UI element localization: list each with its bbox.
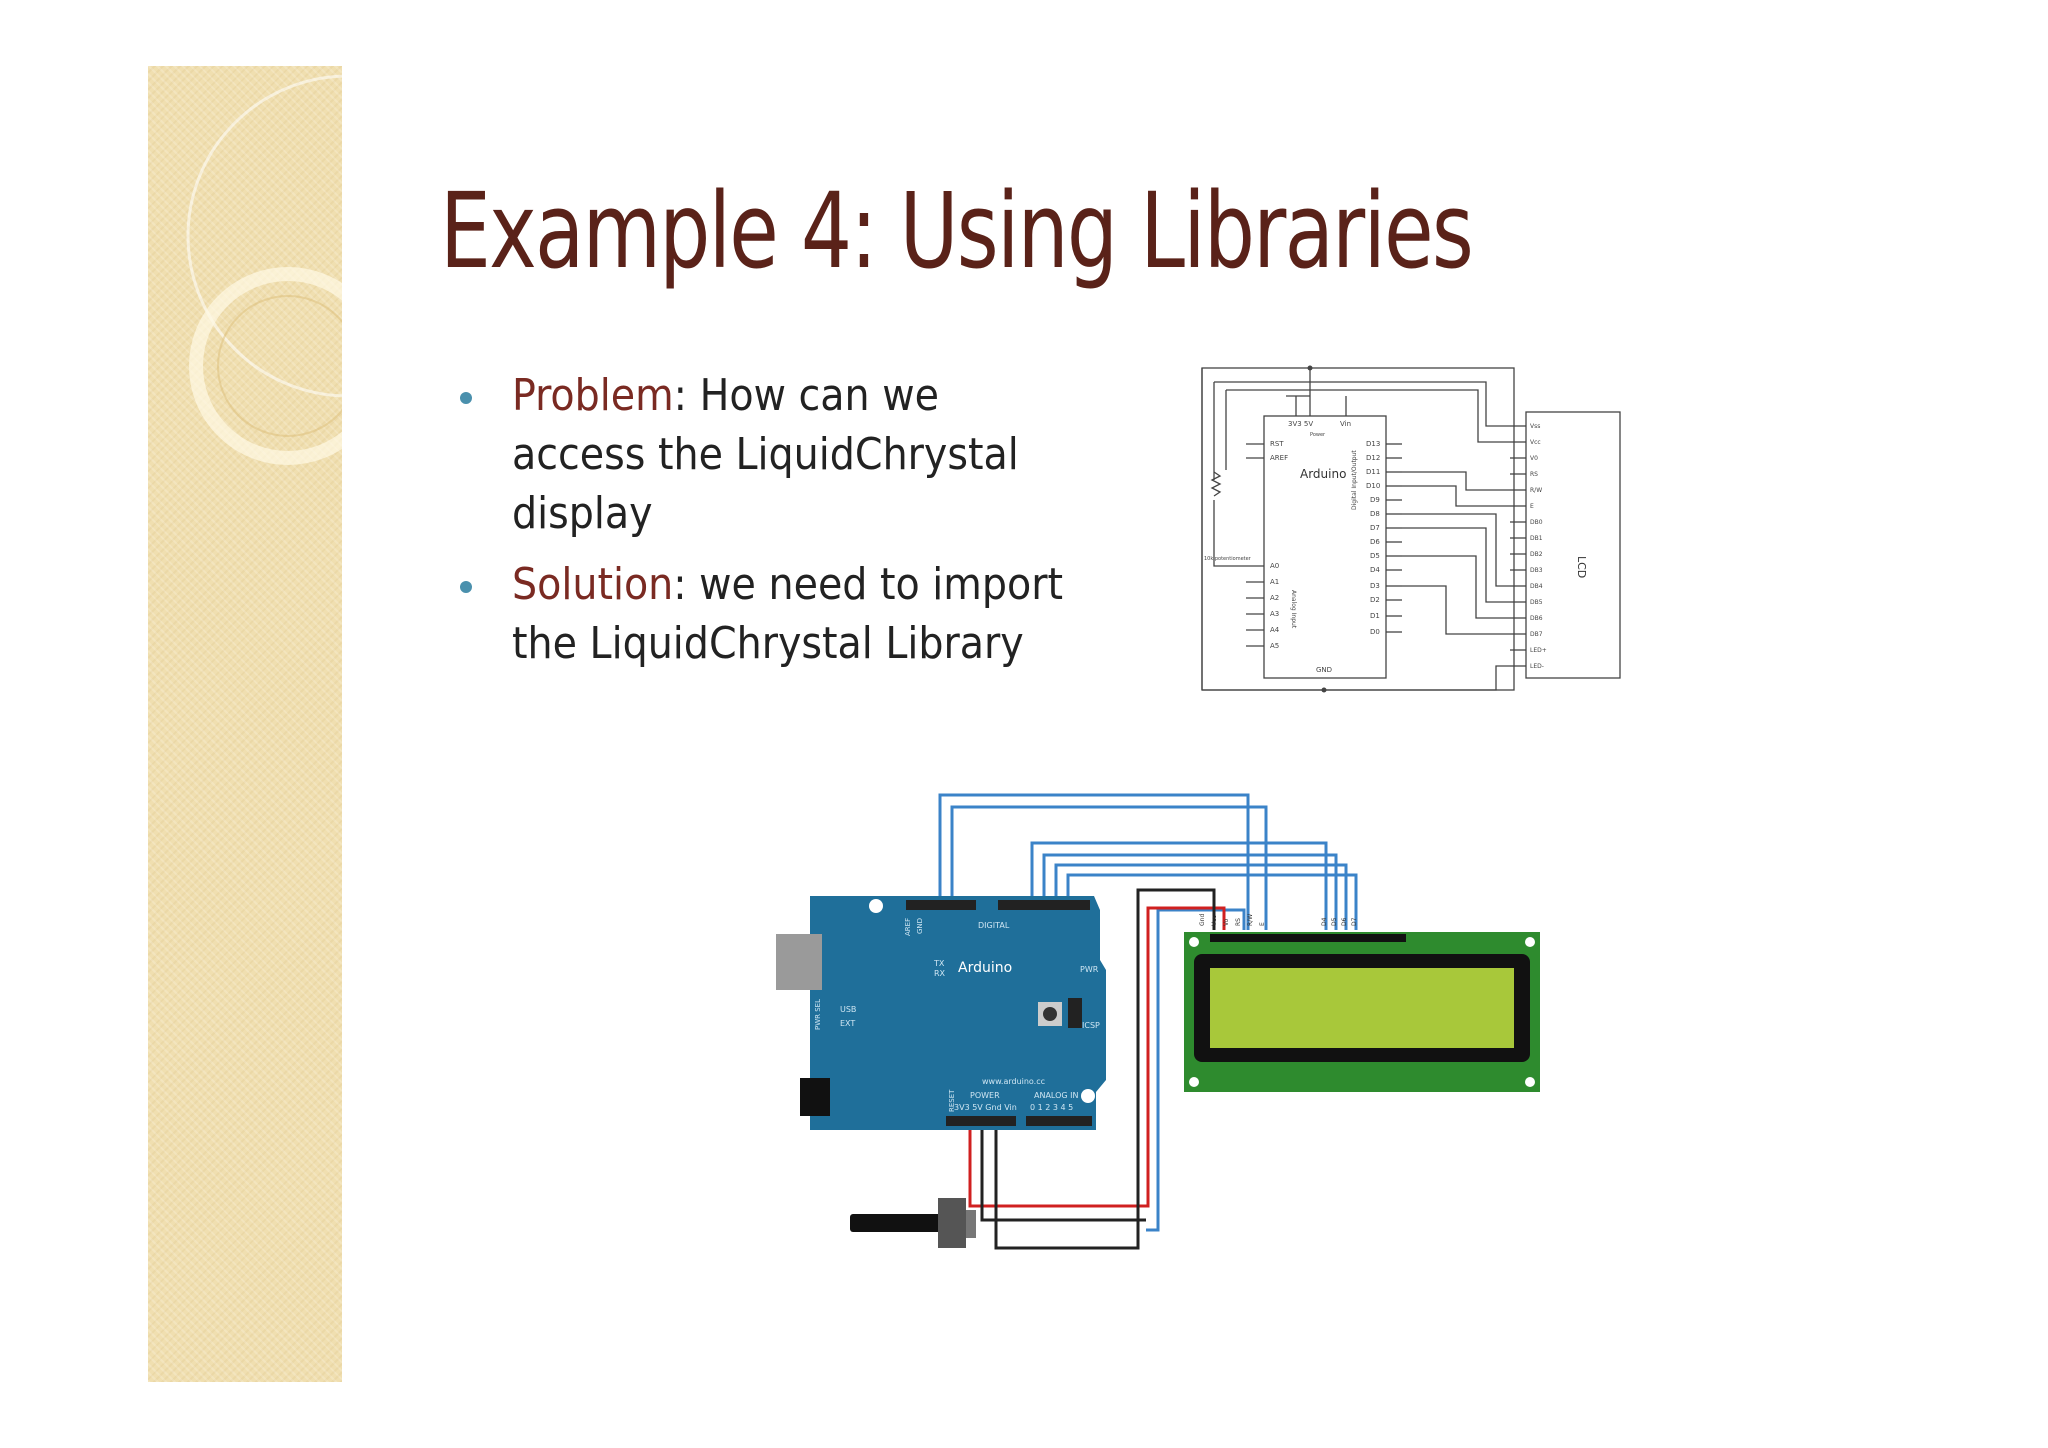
breadboard-pwr-sel-label: PWR SEL	[814, 999, 822, 1030]
schematic-power-label: Power	[1310, 432, 1326, 438]
schematic-right-pin: D9	[1370, 496, 1380, 504]
breadboard-board-label: Arduino	[958, 960, 1012, 976]
decorative-rings	[186, 74, 342, 465]
breadboard-gnd-label: GND	[916, 918, 924, 934]
breadboard-potentiometer-icon	[850, 1198, 976, 1248]
breadboard-reset-label: RESET	[948, 1089, 956, 1112]
schematic-vin-label: Vin	[1340, 420, 1351, 428]
bullet-problem: Problem: How can we access the LiquidChr…	[460, 366, 1080, 543]
schematic-lcd-pin: DB3	[1530, 567, 1543, 574]
breadboard-tx-label: TX	[933, 959, 945, 968]
lcd-pin-label: Vo	[1223, 918, 1230, 926]
schematic-right-pin: D11	[1366, 468, 1380, 476]
schematic-digital-label: Digital Input/Output	[1351, 450, 1358, 510]
schematic-lcd-pin: Vcc	[1530, 439, 1541, 446]
potentiometer-icon	[1210, 471, 1222, 497]
lcd-pin-label: Gnd	[1199, 914, 1206, 926]
schematic-lcd-pin: DB4	[1530, 583, 1543, 590]
schematic-lcd-pin: V0	[1530, 455, 1538, 462]
schematic-right-pin: D5	[1370, 552, 1380, 560]
schematic-analog-label: Analog Input	[1290, 590, 1297, 629]
breadboard-ext-label: EXT	[840, 1019, 855, 1028]
lcd-screen	[1210, 968, 1514, 1048]
lcd-pin-label: D7	[1351, 917, 1358, 926]
schematic-lcd-pin: DB7	[1530, 631, 1543, 638]
breadboard-illustration: DIGITAL PWR TX RX USB EXT ICSP www.ardui…	[776, 793, 1540, 1250]
lcd-pin-label: E	[1259, 922, 1266, 926]
schematic-left-pin: A5	[1270, 642, 1279, 650]
breadboard-analog-pins: 0 1 2 3 4 5	[1030, 1103, 1073, 1112]
schematic-board-label: Arduino	[1300, 467, 1346, 481]
breadboard-power-label: POWER	[970, 1091, 1000, 1100]
bullet-solution: Solution: we need to import the LiquidCh…	[460, 555, 1080, 673]
breadboard-analog-label: ANALOG IN	[1034, 1091, 1079, 1100]
schematic-lcd-pin: DB5	[1530, 599, 1543, 606]
schematic-left-pin: A2	[1270, 594, 1279, 602]
schematic-right-pin: D6	[1370, 538, 1380, 546]
lcd-pin-label: D6	[1341, 917, 1348, 926]
schematic-right-pin: D8	[1370, 510, 1380, 518]
breadboard-power-pins: 3V3 5V Gnd Vin	[954, 1103, 1017, 1112]
lcd-pin-label: Vcc	[1211, 915, 1218, 926]
usb-port-icon	[776, 934, 822, 990]
breadboard-rx-label: RX	[934, 969, 946, 978]
lcd-pin-label: RS	[1235, 918, 1242, 926]
schematic-lcd-pin: E	[1530, 503, 1534, 510]
schematic-left-pin: A4	[1270, 626, 1280, 634]
breadboard-icsp-label: ICSP	[1082, 1021, 1100, 1030]
schematic-gnd-label: GND	[1316, 666, 1332, 674]
schematic-right-pin: D1	[1370, 612, 1380, 620]
schematic-right-pin: D3	[1370, 582, 1380, 590]
breadboard-aref-label: AREF	[904, 918, 912, 936]
schematic-left-pin: A3	[1270, 610, 1279, 618]
schematic-left-pin: A0	[1270, 562, 1279, 570]
schematic-right-pin: D4	[1370, 566, 1380, 574]
slide-title: Example 4: Using Libraries	[440, 170, 1474, 292]
schematic-lcd-pin: LED+	[1530, 647, 1547, 654]
schematic-lcd-pin: DB0	[1530, 519, 1543, 526]
schematic-pot-label: 10k potentiometer	[1204, 556, 1252, 562]
schematic-right-pin: D10	[1366, 482, 1380, 490]
schematic-right-pin: D13	[1366, 440, 1380, 448]
schematic-power-pins: 3V3 5V	[1288, 420, 1313, 428]
breadboard-digital-label: DIGITAL	[978, 921, 1010, 930]
schematic-right-pin: D0	[1370, 628, 1380, 636]
circuit-schematic: 3V3 5V Vin Power RST AREF A0 A1 A2 A3 A4…	[1201, 365, 1621, 693]
slide	[148, 66, 1898, 1382]
bullet-list: Problem: How can we access the LiquidChr…	[460, 366, 1080, 685]
power-jack-icon	[800, 1078, 830, 1116]
schematic-lcd-pin: RS	[1530, 471, 1538, 478]
schematic-right-pin: D12	[1366, 454, 1380, 462]
schematic-left-pin: A1	[1270, 578, 1279, 586]
breadboard-url-label: www.arduino.cc	[982, 1077, 1045, 1086]
schematic-right-pin: D7	[1370, 524, 1380, 532]
schematic-lcd-pin: DB6	[1530, 615, 1543, 622]
bullet-text: : we need to import the LiquidChrystal L…	[512, 559, 1063, 669]
lcd-pin-label: R/W	[1247, 914, 1254, 926]
schematic-arduino-box	[1263, 415, 1387, 679]
schematic-lcd-label: LCD	[1575, 556, 1588, 578]
breadboard-pwr-label: PWR	[1080, 965, 1099, 974]
bullet-keyword: Solution	[512, 559, 674, 610]
schematic-lcd-pin: Vss	[1530, 423, 1540, 430]
schematic-lcd-pin: DB1	[1530, 535, 1543, 542]
schematic-lcd-box	[1525, 411, 1621, 679]
bullet-text: : How can we access the LiquidChrystal d…	[512, 370, 1019, 539]
schematic-left-pin: AREF	[1270, 454, 1288, 462]
lcd-pin-label: D4	[1321, 917, 1328, 926]
schematic-lcd-pin: DB2	[1530, 551, 1543, 558]
schematic-lcd-pin: R/W	[1530, 487, 1542, 494]
schematic-left-pin: RST	[1270, 440, 1284, 448]
breadboard-usb-label: USB	[840, 1005, 856, 1014]
bullet-dot-icon	[460, 581, 472, 593]
lcd-pin-label: D5	[1331, 917, 1338, 926]
breadboard-arduino-board	[810, 896, 1106, 1130]
schematic-lcd-pin: LED-	[1530, 663, 1544, 670]
bullet-keyword: Problem	[512, 370, 674, 421]
bullet-dot-icon	[460, 392, 472, 404]
schematic-right-pin: D2	[1370, 596, 1380, 604]
